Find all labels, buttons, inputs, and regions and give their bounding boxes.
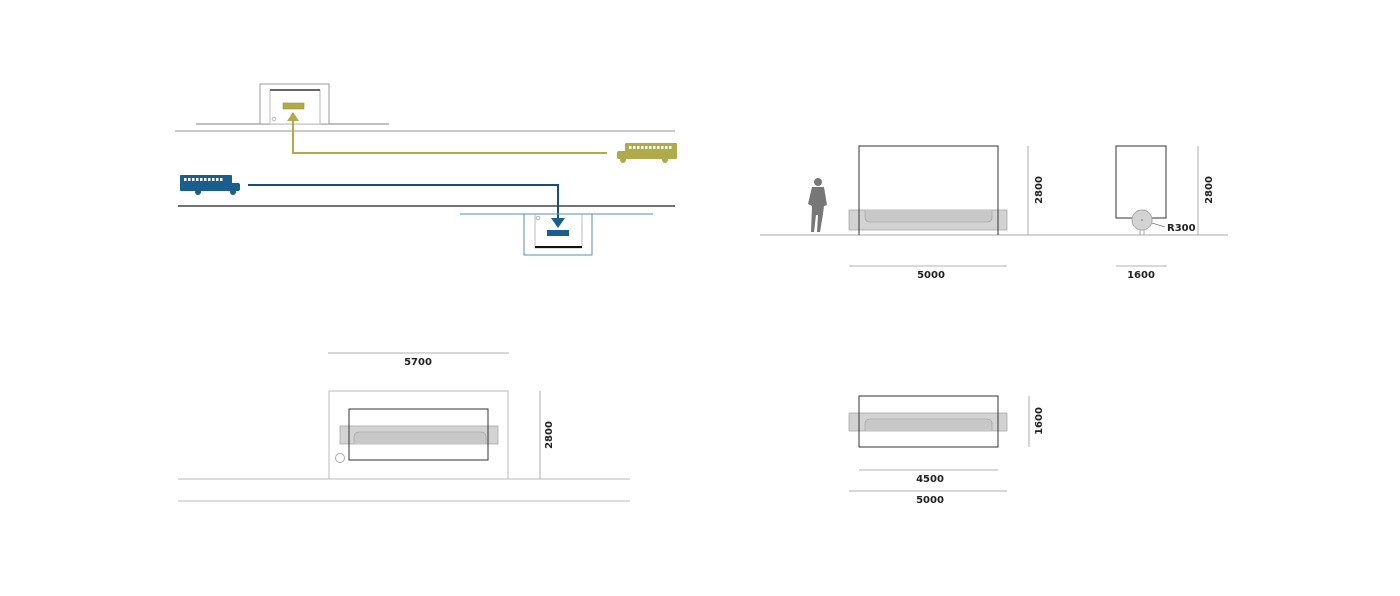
width-label: 5000 <box>917 270 945 281</box>
bus-icon <box>617 143 677 163</box>
bus-icon <box>180 175 240 195</box>
radius-leader <box>1151 222 1166 228</box>
route-diagram <box>175 83 677 256</box>
plan-view: 1600 4500 5000 <box>848 395 1045 506</box>
blue-route-line <box>248 184 559 220</box>
width-label: 1600 <box>1127 270 1155 281</box>
arrow-down-icon <box>551 218 565 228</box>
roof-outline <box>348 408 489 461</box>
radius-label: R300 <box>1167 223 1196 234</box>
height-label: 2800 <box>1204 176 1215 204</box>
upper-bench <box>282 102 305 110</box>
lower-bench <box>547 230 569 236</box>
outer-width-label: 5000 <box>916 495 944 506</box>
gold-route-line <box>292 120 607 154</box>
depth-label: 1600 <box>1034 407 1045 435</box>
roof-outline <box>858 395 999 448</box>
bench-seat <box>864 210 993 223</box>
front-view: 5700 2800 <box>178 352 630 502</box>
side-elevation: 2800 5000 <box>760 145 1228 281</box>
bench-seat <box>353 431 487 444</box>
person-silhouette-icon <box>808 178 827 232</box>
pole <box>335 453 345 463</box>
arrow-up-icon <box>287 112 299 121</box>
height-label: 2800 <box>544 421 555 449</box>
inner-width-label: 4500 <box>916 474 944 485</box>
lower-pole <box>535 215 541 221</box>
width-label: 5700 <box>404 357 432 368</box>
bench-seat <box>864 418 993 431</box>
shelter-frame-end <box>1115 145 1167 219</box>
end-elevation: R300 2800 1600 <box>1115 145 1215 281</box>
height-label: 2800 <box>1034 176 1045 204</box>
upper-pole <box>271 116 277 122</box>
shelter-frame <box>858 145 999 235</box>
lower-shelter-outer <box>523 213 593 256</box>
